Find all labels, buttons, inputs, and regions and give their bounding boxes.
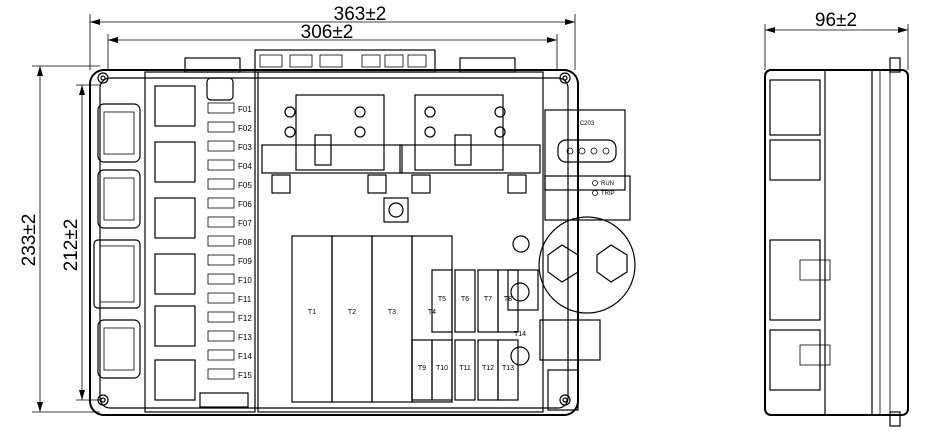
fuse-slot [207,178,235,190]
fuse-slot [207,273,235,285]
trip-indicator-label: TRIP [601,191,615,197]
right-section: C203 RUN TRIP T14 [507,109,636,411]
fuse-slot [207,235,235,247]
run-indicator-label: RUN [601,181,614,187]
fuse-label: F01 [238,105,252,114]
fuse-label: F04 [238,162,252,171]
fuse-label: F09 [238,257,252,266]
fuse-label: F11 [238,295,252,304]
relay-module [497,339,519,401]
fuse-label: F06 [238,200,252,209]
relay-module [371,235,413,403]
housing-outline [89,69,579,416]
overall-width-label: 363±2 [334,4,387,25]
overall-height-label: 233±2 [19,214,40,267]
side-housing-outline [764,69,909,416]
fuse-label: F14 [238,352,252,361]
side-depth-label: 96±2 [815,10,857,31]
inner-width-label: 306±2 [301,22,354,43]
relay-label: T12 [482,365,494,372]
fuse-column: F01F02F03F04F05F06F07F08F09F10F11F12F13F… [207,102,252,380]
fuse-slot [207,159,235,171]
side-view [764,57,909,427]
relay-label: T10 [436,365,448,372]
fuse-label: F15 [238,371,252,380]
top-vents [184,49,516,73]
relay-label: T9 [418,365,426,372]
relay-module [431,269,453,333]
circuit-breaker [538,216,636,314]
fuse-label: F03 [238,143,252,152]
fuse-label: F02 [238,124,252,133]
relay-label: T5 [438,296,446,303]
fuse-slot [207,102,235,114]
dimension-lines [32,14,909,413]
relay-label: T13 [502,365,514,372]
fuse-slot [207,292,235,304]
relay-module [454,339,476,401]
connector-id-label: C203 [580,121,595,127]
relay-module [331,235,373,403]
inner-height-label: 212±2 [61,219,82,272]
relay-module [431,339,453,401]
fuse-label: F13 [238,333,252,342]
fusible-link-label: T14 [514,331,526,338]
mini-relay-column [144,71,256,413]
fuse-label: F07 [238,219,252,228]
relay-label: T11 [459,365,471,372]
fuse-slot [207,254,235,266]
left-connectors [93,103,141,379]
relay-label: T6 [461,296,469,303]
fuse-label: F08 [238,238,252,247]
relay-module [454,269,476,333]
relay-label: T2 [348,309,356,316]
fuse-label: F12 [238,314,252,323]
busbar-terminals [261,94,541,223]
fuse-label: F05 [238,181,252,190]
fuse-slot [207,197,235,209]
relay-label: T7 [484,296,492,303]
relay-label: T1 [308,309,316,316]
fuse-label: F10 [238,276,252,285]
fuse-slot [207,311,235,323]
fuse-slot [207,216,235,228]
fuse-slot [207,140,235,152]
front-view: F01F02F03F04F05F06F07F08F09F10F11F12F13F… [89,49,636,416]
fuse-slot [207,330,235,342]
fuse-slot [207,349,235,361]
fuse-slot [207,368,235,380]
fuse-slot [207,121,235,133]
relay-label: T3 [388,309,396,316]
relay-module [291,235,333,403]
